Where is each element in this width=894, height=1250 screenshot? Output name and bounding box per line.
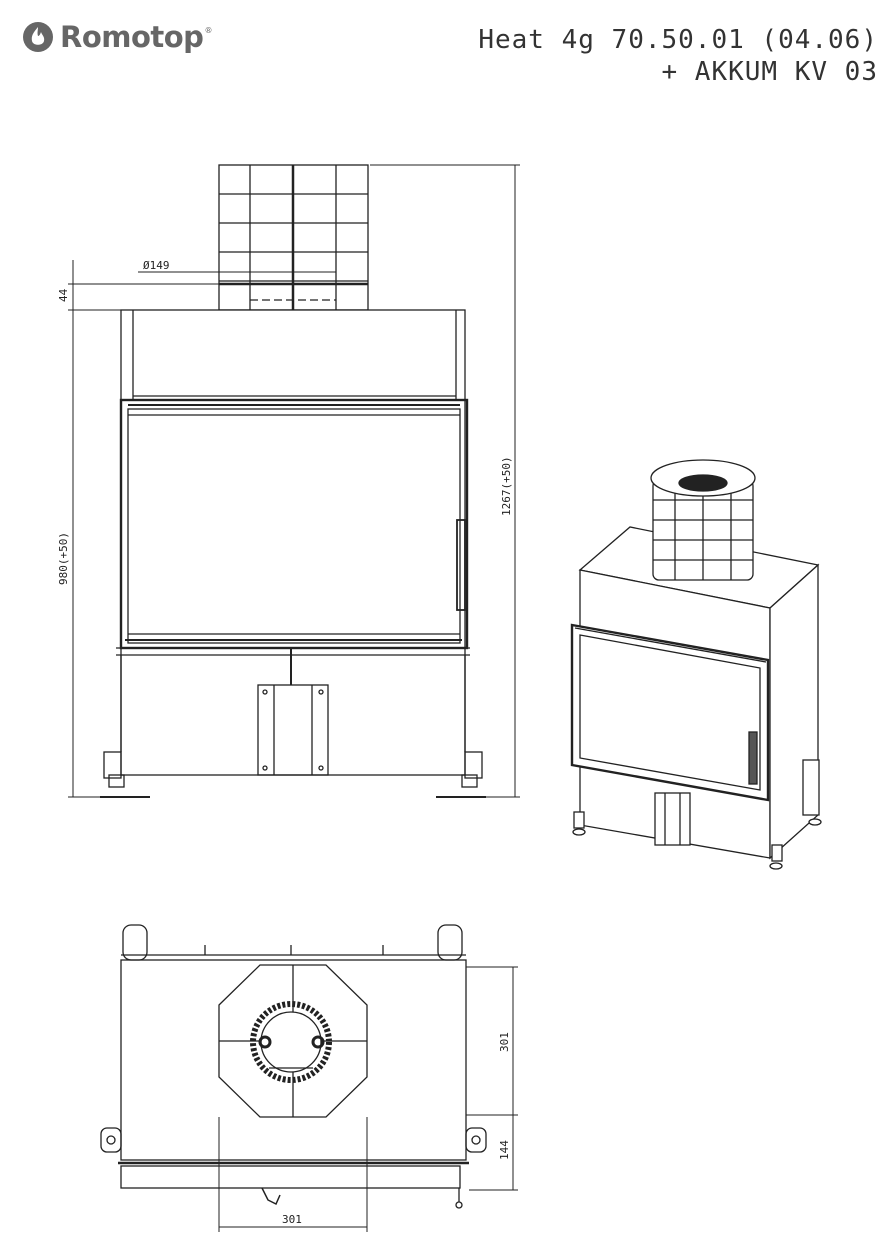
front-view-dimensions bbox=[68, 164, 520, 798]
top-view-dimensions bbox=[218, 966, 518, 1232]
door-handle bbox=[456, 519, 466, 611]
product-title: Heat 4g 70.50.01 (04.06) + AKKUM KV 03 bbox=[478, 24, 878, 88]
accumulation-blocks bbox=[218, 164, 369, 311]
dim-height-total: 1267(+50) bbox=[500, 456, 513, 516]
dim-flue-diameter: Ø149 bbox=[143, 259, 170, 272]
dim-height-body: 980(+50) bbox=[57, 532, 70, 585]
flame-logo-icon bbox=[23, 22, 53, 52]
product-accessory: + AKKUM KV 03 bbox=[661, 57, 878, 87]
brand-logo: Romotop ® bbox=[22, 20, 212, 54]
block-footprint bbox=[218, 964, 368, 1118]
brand-name: Romotop bbox=[60, 20, 204, 54]
product-model: Heat 4g 70.50.01 (04.06) bbox=[478, 25, 878, 55]
top-view-body bbox=[120, 959, 467, 1161]
front-view bbox=[100, 164, 486, 798]
flue-collar bbox=[250, 1001, 332, 1083]
stove-legs bbox=[100, 751, 486, 798]
dim-top-offset: 44 bbox=[57, 288, 70, 302]
dim-depth-front: 301 bbox=[498, 1032, 511, 1052]
isometric-view bbox=[570, 459, 822, 870]
stove-body bbox=[120, 309, 466, 776]
dim-width: 301 bbox=[282, 1213, 302, 1226]
iso-door-handle bbox=[748, 731, 758, 785]
top-view bbox=[100, 924, 487, 1209]
registered-mark: ® bbox=[204, 25, 213, 35]
iso-accumulation-blocks bbox=[650, 459, 756, 581]
air-regulator bbox=[257, 648, 329, 776]
dim-depth-rear: 144 bbox=[498, 1140, 511, 1160]
